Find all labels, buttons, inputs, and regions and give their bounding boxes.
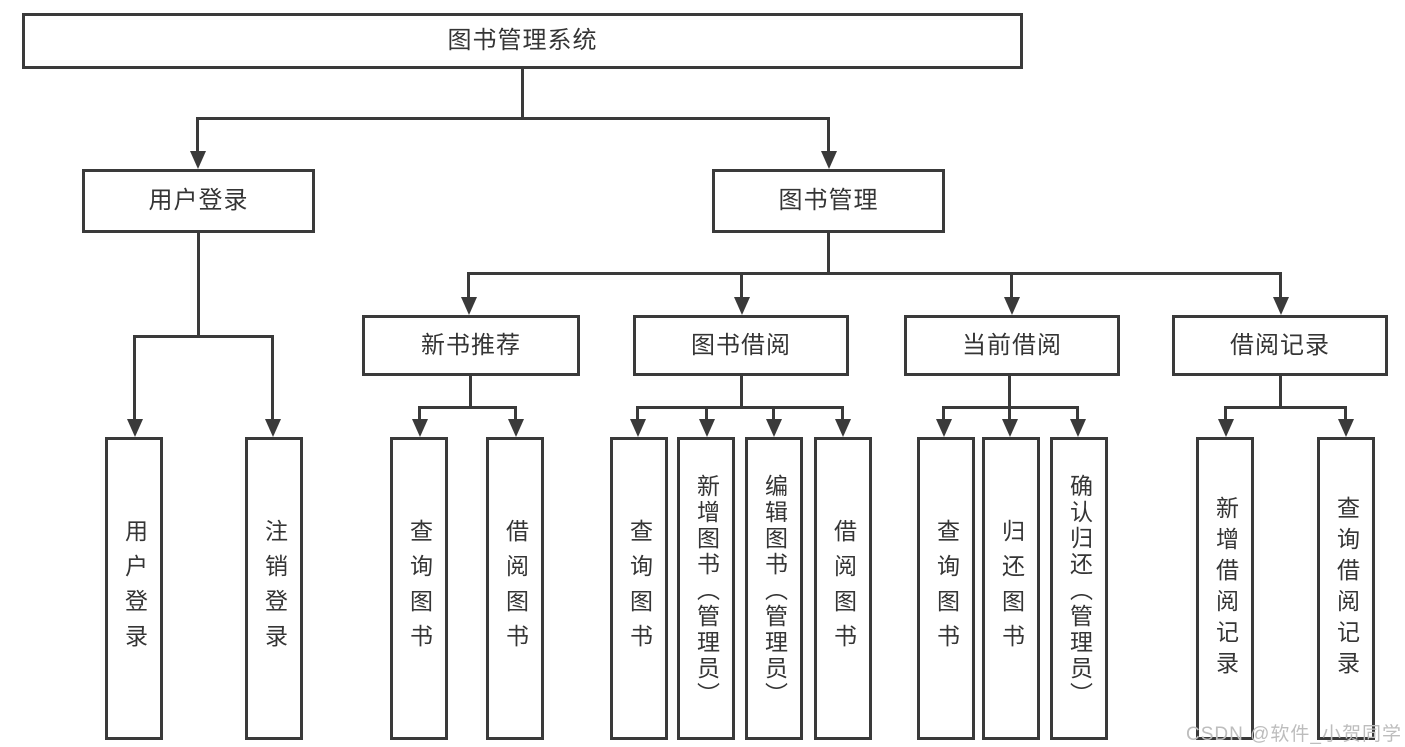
arrowhead-user-login (190, 151, 206, 169)
node-book-borrowing: 图书借阅 (633, 315, 849, 376)
connector-drop-cb-confirm (1076, 406, 1079, 419)
connector-drop-nbr-query (418, 406, 421, 419)
connector-drop-user-login (196, 117, 199, 153)
arrowhead-leaf-logout (265, 419, 281, 437)
leaf-br-query-record: 查询借阅记录 (1317, 437, 1375, 740)
node-library-management-system: 图书管理系统 (22, 13, 1023, 69)
arrowhead-nbr-borrow (508, 419, 524, 437)
node-borrowing-records: 借阅记录 (1172, 315, 1388, 376)
leaf-bb-borrow-books: 借阅图书 (814, 437, 872, 740)
arrowhead-br-add (1218, 419, 1234, 437)
arrowhead-cb-confirm (1070, 419, 1086, 437)
leaf-br-add-record: 新增借阅记录 (1196, 437, 1254, 740)
connector-drop-bb-add (705, 406, 708, 419)
connector-drop-borrow-record (1279, 272, 1282, 297)
leaf-nbr-borrow-books: 借阅图书 (486, 437, 544, 740)
arrowhead-bb-edit (766, 419, 782, 437)
arrowhead-cb-query (936, 419, 952, 437)
arrowhead-book-mgmt (821, 151, 837, 169)
connector-drop-current-borrow (1010, 272, 1013, 297)
connector-drop-br-add (1224, 406, 1227, 419)
arrowhead-new-book-rec (461, 297, 477, 315)
connector-book-mgmt-stem (827, 233, 830, 275)
connector-drop-bb-borrow (841, 406, 844, 419)
connector-root-branch (196, 117, 830, 120)
leaf-nbr-query-books: 查询图书 (390, 437, 448, 740)
arrowhead-bb-borrow (835, 419, 851, 437)
arrowhead-book-borrow (734, 297, 750, 315)
connector-drop-leaf-user-login (133, 335, 136, 419)
leaf-cb-return-books: 归还图书 (982, 437, 1040, 740)
leaf-cb-query-books: 查询图书 (917, 437, 975, 740)
leaf-bb-add-books-admin: 新增图书（管理员） (677, 437, 735, 740)
connector-drop-book-mgmt (827, 117, 830, 153)
leaf-cb-confirm-return-admin: 确认归还（管理员） (1050, 437, 1108, 740)
connector-drop-cb-query (942, 406, 945, 419)
leaf-bb-query-books: 查询图书 (610, 437, 668, 740)
node-current-borrowing: 当前借阅 (904, 315, 1120, 376)
arrowhead-cb-return (1002, 419, 1018, 437)
arrowhead-current-borrow (1004, 297, 1020, 315)
node-user-login: 用户登录 (82, 169, 315, 233)
connector-bb-stem (740, 376, 743, 409)
connector-drop-cb-return (1008, 406, 1011, 419)
connector-bb-branch (636, 406, 844, 409)
connector-drop-leaf-logout (271, 335, 274, 419)
connector-drop-bb-query (636, 406, 639, 419)
node-new-book-recommend: 新书推荐 (362, 315, 580, 376)
connector-nbr-stem (469, 376, 472, 409)
connector-drop-new-book-rec (467, 272, 470, 297)
connector-nbr-branch (418, 406, 517, 409)
connector-root-stem (521, 69, 524, 119)
connector-drop-br-query (1344, 406, 1347, 419)
connector-user-login-branch (133, 335, 274, 338)
arrowhead-borrow-record (1273, 297, 1289, 315)
csdn-watermark: CSDN @软件_小贺同学 (1186, 724, 1402, 745)
connector-drop-bb-edit (772, 406, 775, 419)
node-book-management: 图书管理 (712, 169, 945, 233)
connector-book-mgmt-branch (467, 272, 1282, 275)
connector-br-stem (1279, 376, 1282, 409)
arrowhead-bb-query (630, 419, 646, 437)
arrowhead-nbr-query (412, 419, 428, 437)
arrowhead-leaf-user-login (127, 419, 143, 437)
leaf-user-login: 用户登录 (105, 437, 163, 740)
connector-user-login-stem (197, 233, 200, 337)
leaf-bb-edit-books-admin: 编辑图书（管理员） (745, 437, 803, 740)
leaf-logout: 注销登录 (245, 437, 303, 740)
connector-cb-stem (1008, 376, 1011, 409)
connector-drop-nbr-borrow (514, 406, 517, 419)
connector-br-branch (1224, 406, 1346, 409)
connector-drop-book-borrow (740, 272, 743, 297)
arrowhead-br-query (1338, 419, 1354, 437)
arrowhead-bb-add (699, 419, 715, 437)
